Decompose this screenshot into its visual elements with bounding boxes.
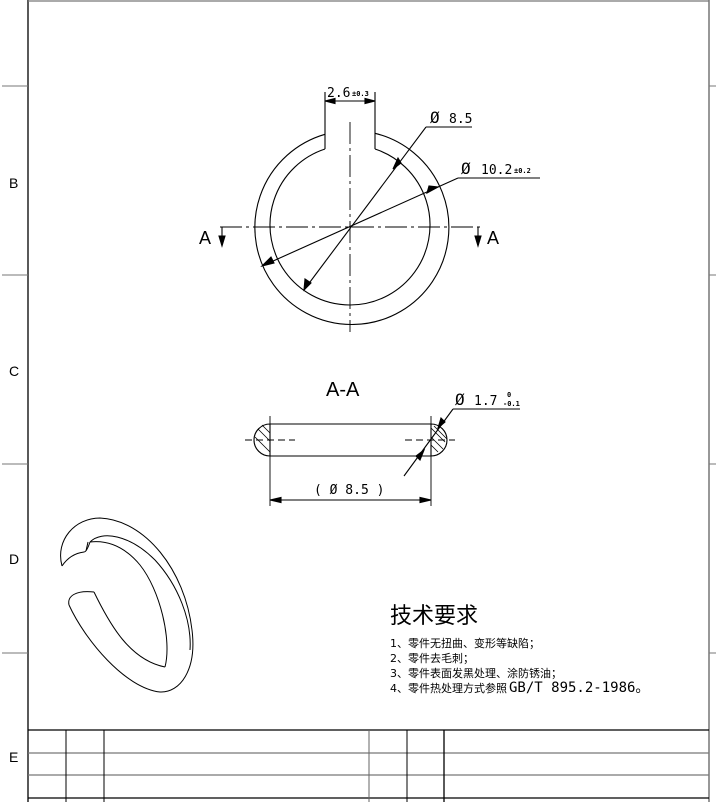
tech-req-item-4: 4、零件热处理方式参照: [390, 681, 507, 695]
section-title: A-A: [326, 379, 360, 401]
inner-diameter-symbol: Ø: [430, 108, 440, 127]
slot-width-tolerance: ±0.3: [352, 90, 369, 98]
front-view: [218, 92, 540, 332]
section-marker-right: A: [487, 228, 499, 248]
section-view: [245, 408, 520, 506]
reference-diameter: ( Ø 8.5 ): [314, 483, 384, 498]
slot-width-value: 2.6: [327, 86, 350, 101]
outer-diameter-value: 10.2: [481, 163, 512, 178]
title-block: [28, 729, 709, 802]
inner-diameter-value: 8.5: [449, 112, 472, 127]
tech-req-item-4-standard: GB/T 895.2-1986。: [509, 680, 649, 696]
outer-diameter-tolerance: ±0.2: [514, 167, 531, 175]
wire-tolerance-lower: -0.1: [503, 400, 520, 408]
tech-req-title: 技术要求: [390, 604, 478, 629]
zone-label-b: B: [9, 175, 18, 191]
zone-label-d: D: [9, 551, 19, 567]
technical-requirements: 技术要求 1、零件无扭曲、变形等缺陷； 2、零件去毛刺； 3、零件表面发黑处理、…: [390, 604, 649, 696]
wire-diameter-symbol: Ø: [455, 390, 465, 409]
isometric-view: [60, 517, 194, 693]
outer-diameter-symbol: Ø: [461, 159, 471, 178]
wire-diameter-value: 1.7: [474, 394, 497, 409]
tech-req-item-2: 2、零件去毛刺；: [390, 652, 474, 665]
zone-label-c: C: [9, 363, 19, 379]
wire-tolerance-upper: 0: [507, 391, 511, 399]
tech-req-item-1: 1、零件无扭曲、变形等缺陷；: [390, 636, 540, 650]
section-marker-left: A: [199, 228, 211, 248]
zone-label-e: E: [9, 749, 18, 765]
tech-req-item-3: 3、零件表面发黑处理、涂防锈油；: [390, 666, 562, 680]
